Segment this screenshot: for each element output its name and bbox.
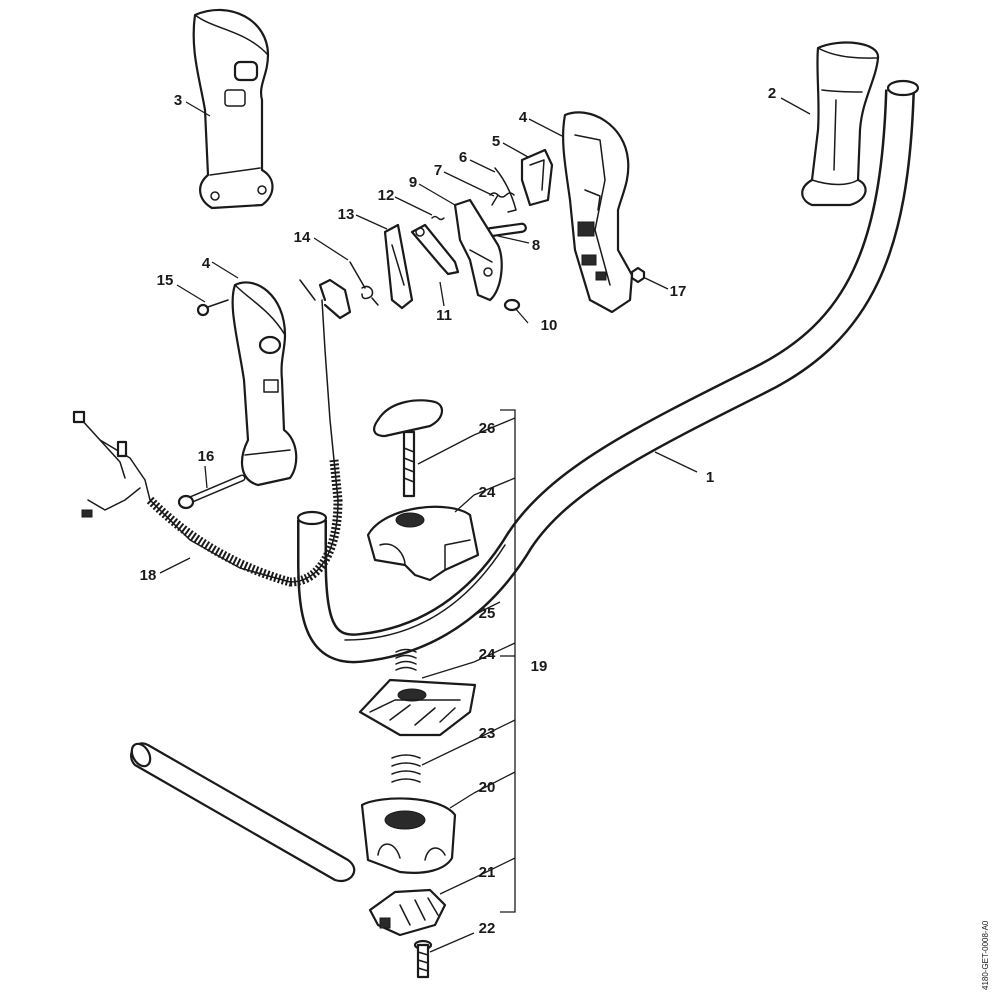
callout-9: 9 xyxy=(409,174,417,191)
callout-8: 8 xyxy=(532,237,540,254)
callout-5: 5 xyxy=(492,133,500,150)
callout-13: 13 xyxy=(338,206,355,223)
callout-17: 17 xyxy=(670,283,687,300)
callout-25: 25 xyxy=(479,605,496,622)
part-4-handle-shell-left xyxy=(231,281,298,487)
callout-2: 2 xyxy=(768,85,776,102)
part-11-lever xyxy=(410,223,460,276)
part-10-ring xyxy=(503,298,521,312)
part-4-handle-shell-right xyxy=(562,111,634,314)
callout-11: 11 xyxy=(436,307,452,324)
callout-24-lower: 24 xyxy=(479,646,496,663)
part-18-cable-assembly xyxy=(72,278,352,587)
callout-15: 15 xyxy=(157,272,174,289)
assembly-19-bracket xyxy=(500,409,516,913)
part-12-spring xyxy=(431,215,445,221)
callout-24-upper: 24 xyxy=(479,484,496,501)
part-2-grip xyxy=(801,41,880,207)
callout-18: 18 xyxy=(140,567,157,584)
leader-lines xyxy=(159,97,811,953)
part-24-clamp-lower xyxy=(358,678,477,737)
callout-7: 7 xyxy=(434,162,442,179)
part-17-nut xyxy=(630,266,646,284)
callout-10: 10 xyxy=(541,317,558,334)
callouts: 1 2 3 4 4 5 6 7 8 9 10 11 12 13 14 15 16… xyxy=(140,85,777,937)
callout-19: 19 xyxy=(531,658,548,675)
drawing-code: 4180-GET-0008-A0 xyxy=(981,920,990,990)
part-21-clip xyxy=(368,888,447,937)
callout-22: 22 xyxy=(479,920,496,937)
part-14-torsion-spring xyxy=(349,261,379,306)
callout-16: 16 xyxy=(198,448,215,465)
callout-1: 1 xyxy=(706,469,714,486)
callout-21: 21 xyxy=(479,864,496,881)
callout-6: 6 xyxy=(459,149,467,166)
part-26-wing-screw xyxy=(373,399,443,498)
callout-23: 23 xyxy=(479,725,496,742)
callout-4-right: 4 xyxy=(519,109,528,126)
part-7-spring xyxy=(489,192,515,206)
callout-14: 14 xyxy=(294,229,311,246)
part-13-slide xyxy=(383,223,414,310)
part-24-clamp-upper xyxy=(366,505,480,582)
part-5-lever-part xyxy=(520,148,554,207)
part-25-spring xyxy=(395,648,417,671)
callout-4-left: 4 xyxy=(202,255,211,272)
protective-tube xyxy=(130,742,356,883)
part-16-bolt xyxy=(177,474,246,510)
part-15-screw xyxy=(196,299,229,317)
callout-26: 26 xyxy=(479,420,496,437)
part-6-torsion-spring xyxy=(494,167,517,213)
part-20-housing xyxy=(360,797,457,874)
part-22-screw xyxy=(413,939,433,979)
callout-3: 3 xyxy=(174,92,182,109)
part-9-trigger xyxy=(453,198,503,302)
part-1-handlebar xyxy=(296,79,920,664)
part-23-spring xyxy=(391,754,421,783)
callout-12: 12 xyxy=(378,187,395,204)
callout-20: 20 xyxy=(479,779,496,796)
part-3-control-handle xyxy=(192,9,274,210)
